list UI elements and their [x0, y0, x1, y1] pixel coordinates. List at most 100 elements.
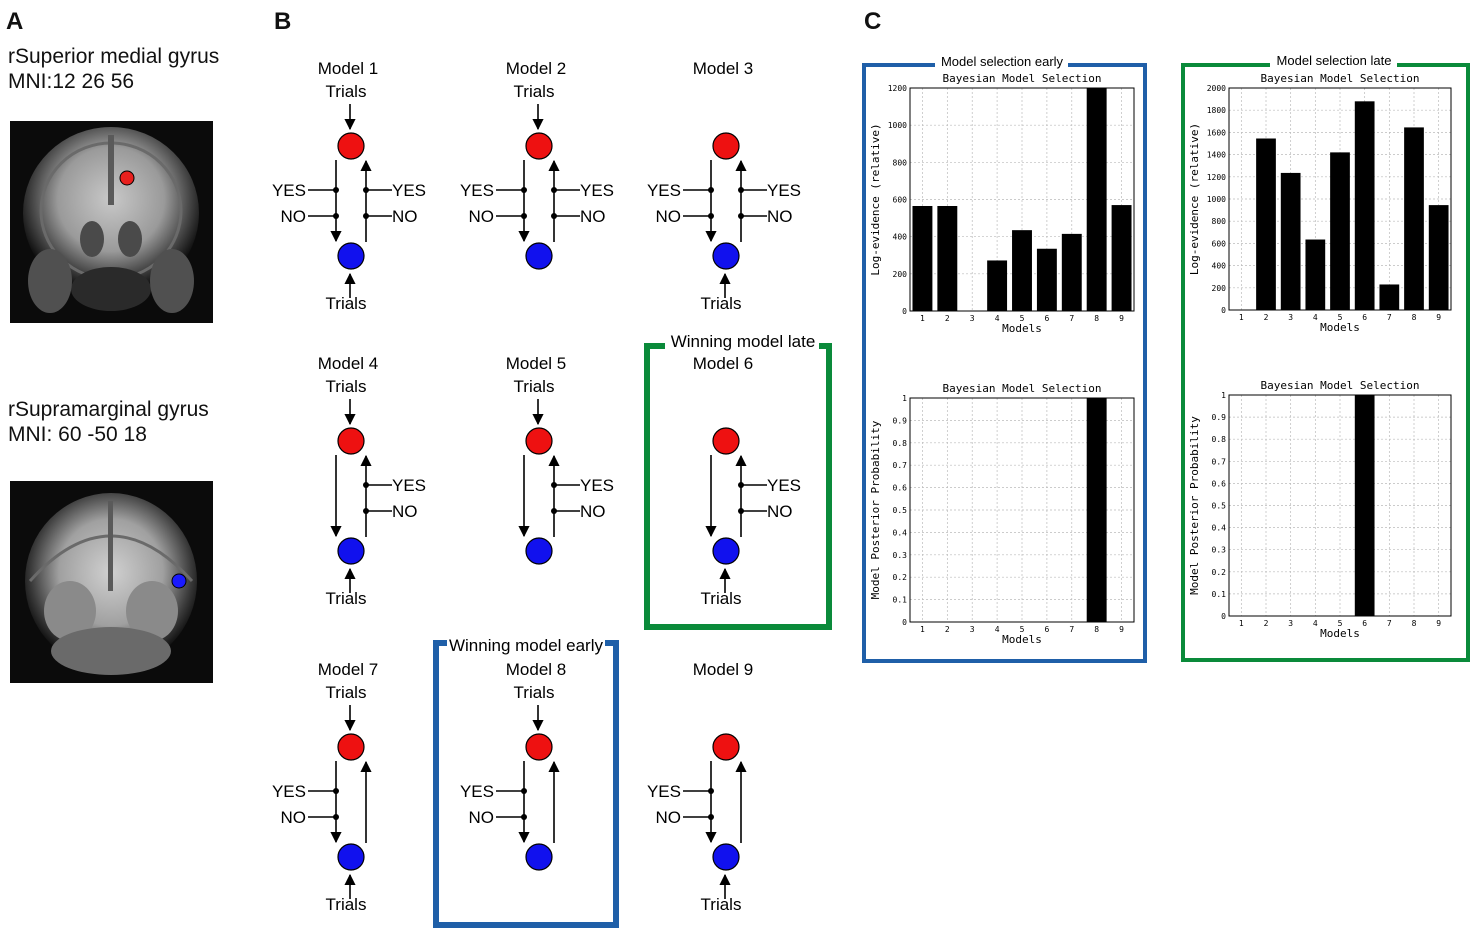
- y-tick-label: 0: [902, 307, 907, 316]
- y-tick-label: 0: [902, 618, 907, 627]
- backward-modulator-label: NO: [767, 207, 793, 226]
- y-tick-label: 1000: [1207, 195, 1226, 204]
- model-title: Model 7: [318, 660, 378, 679]
- panel-c-letter: C: [864, 8, 882, 35]
- forward-modulator-label: NO: [469, 207, 495, 226]
- forward-modulator-label: YES: [272, 181, 306, 200]
- modulator-dot: [521, 187, 527, 193]
- y-tick-label: 0: [1221, 612, 1226, 621]
- x-tick-label: 5: [1020, 314, 1025, 323]
- y-tick-label: 1800: [1207, 106, 1226, 115]
- bar-model-6: [1036, 248, 1057, 311]
- y-tick-label: 0.3: [893, 551, 908, 560]
- bar-model-8: [1086, 398, 1107, 622]
- modulator-dot: [738, 482, 744, 488]
- region-1-name: rSuperior medial gyrus: [8, 45, 220, 68]
- y-tick-label: 0.3: [1212, 546, 1227, 555]
- y-tick-label: 800: [893, 158, 908, 167]
- bottom-input-label: Trials: [701, 895, 742, 914]
- bottom-input-label: Trials: [701, 294, 742, 313]
- modulator-dot: [333, 187, 339, 193]
- x-tick-label: 6: [1362, 313, 1367, 322]
- model-title: Model 4: [318, 354, 378, 373]
- modulator-dot: [738, 187, 744, 193]
- y-tick-label: 0.6: [893, 484, 908, 493]
- model-title: Model 2: [506, 59, 566, 78]
- y-tick-label: 600: [1212, 239, 1227, 248]
- x-tick-label: 7: [1387, 313, 1392, 322]
- x-tick-label: 5: [1338, 619, 1343, 628]
- bottom-input-label: Trials: [326, 589, 367, 608]
- bottom-region-node: [337, 843, 365, 871]
- model-title: Model 1: [318, 59, 378, 78]
- bottom-input-label: Trials: [701, 589, 742, 608]
- modulator-dot: [363, 187, 369, 193]
- y-tick-label: 1: [1221, 391, 1226, 400]
- model-title: Model 9: [693, 660, 753, 679]
- forward-modulator-label: NO: [656, 808, 682, 827]
- y-axis-label: Log-evidence (relative): [1188, 123, 1201, 275]
- top-input-label: Trials: [514, 683, 555, 702]
- y-axis-label: Model Posterior Probability: [869, 420, 882, 599]
- top-region-node: [337, 427, 365, 455]
- bottom-region-node: [525, 242, 553, 270]
- y-tick-label: 1: [902, 394, 907, 403]
- model-selection-charts: Model selection early Model selection la…: [862, 53, 1470, 663]
- bar-model-6: [1354, 395, 1375, 616]
- bar-model-5: [1012, 230, 1032, 311]
- late-frame: [1181, 63, 1470, 662]
- modulator-dot: [363, 508, 369, 514]
- region-1-mni: MNI:12 26 56: [8, 70, 135, 93]
- y-tick-label: 0.8: [893, 439, 908, 448]
- bar-model-9: [1111, 205, 1132, 311]
- top-region-node: [337, 132, 365, 160]
- plot-frame: [909, 397, 1135, 623]
- y-tick-label: 0.1: [893, 596, 908, 605]
- top-input-label: Trials: [514, 82, 555, 101]
- modulator-dot: [521, 788, 527, 794]
- region-1-dot: [119, 170, 135, 186]
- top-region-node: [337, 733, 365, 761]
- bar-model-8: [1404, 127, 1424, 310]
- backward-modulator-label: NO: [580, 502, 606, 521]
- bar-model-7: [1061, 233, 1082, 311]
- x-tick-label: 4: [995, 625, 1000, 634]
- x-tick-label: 4: [1313, 619, 1318, 628]
- bottom-input-label: Trials: [326, 895, 367, 914]
- backward-modulator-label: NO: [392, 207, 418, 226]
- modulator-dot: [551, 482, 557, 488]
- x-tick-label: 8: [1094, 314, 1099, 323]
- model-title: Model 3: [693, 59, 753, 78]
- bar-model-8: [1086, 88, 1107, 311]
- panel-a-letter: A: [6, 8, 24, 35]
- x-axis-label: Models: [1002, 633, 1042, 646]
- backward-modulator-label: NO: [580, 207, 606, 226]
- y-tick-label: 400: [1212, 262, 1227, 271]
- bar-model-7: [1379, 284, 1400, 310]
- y-tick-label: 200: [1212, 284, 1227, 293]
- forward-modulator-label: YES: [460, 782, 494, 801]
- top-region-node: [712, 733, 740, 761]
- y-tick-label: 0.2: [1212, 568, 1227, 577]
- y-tick-label: 0.7: [893, 461, 908, 470]
- x-tick-label: 7: [1069, 625, 1074, 634]
- x-tick-label: 7: [1069, 314, 1074, 323]
- modulator-dot: [333, 213, 339, 219]
- y-tick-label: 0.1: [1212, 590, 1227, 599]
- bottom-region-node: [525, 843, 553, 871]
- backward-modulator-label: NO: [767, 502, 793, 521]
- modulator-dot: [551, 187, 557, 193]
- modulator-dot: [363, 213, 369, 219]
- model-title: Model 8: [506, 660, 566, 679]
- top-input-label: Trials: [326, 82, 367, 101]
- bottom-region-node: [337, 242, 365, 270]
- y-tick-label: 1400: [1207, 151, 1226, 160]
